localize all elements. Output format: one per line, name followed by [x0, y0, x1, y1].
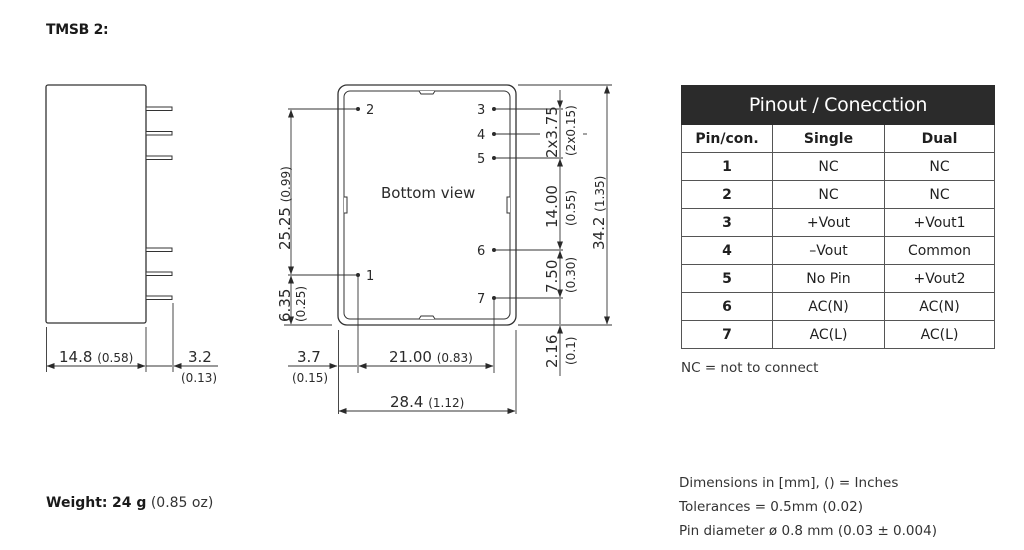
cell-single: –Vout — [772, 236, 885, 265]
note-pin-diameter: Pin diameter ø 0.8 mm (0.03 ± 0.004) — [679, 523, 937, 539]
pin-label-6: 6 — [477, 244, 485, 259]
weight-alt: (0.85 oz) — [150, 495, 214, 511]
cell-pin: 7 — [681, 320, 773, 349]
cell-dual: +Vout2 — [884, 264, 995, 293]
side-view — [45, 84, 218, 372]
dim-offset-left: 3.7 — [297, 348, 321, 366]
col-header-dual: Dual — [884, 124, 995, 153]
dim-span-5-6: 14.00 — [543, 185, 561, 228]
table-footnote: NC = not to connect — [681, 360, 819, 376]
drawing-title: TMSB 2: — [46, 22, 109, 38]
pinout-table: Pinout / Conecction Pin/con. Single Dual… — [681, 85, 995, 349]
dimension-notes: Dimensions in [mm], () = Inches Toleranc… — [679, 471, 937, 543]
side-view-body — [45, 84, 147, 324]
dim-offset-left-inch: (0.15) — [292, 371, 328, 385]
dim-total-width: 28.4 (1.12) — [390, 393, 464, 411]
dim-total-height: 34.2 (1.35) — [590, 176, 608, 250]
dim-pin-span: 21.00 (0.83) — [389, 348, 473, 366]
dim-bottom-offset-inch: (0.1) — [564, 337, 578, 365]
dim-span-6-7-inch: (0.30) — [564, 257, 578, 293]
weight-label: Weight: — [46, 495, 108, 511]
cell-dual: AC(N) — [884, 292, 995, 321]
cell-pin: 2 — [681, 180, 773, 209]
cell-single: NC — [772, 152, 885, 181]
table-row: 3+Vout+Vout1 — [681, 208, 995, 237]
cell-single: +Vout — [772, 208, 885, 237]
dim-left-lower-inch: (0.25) — [294, 286, 308, 322]
cell-pin: 1 — [681, 152, 773, 181]
dim-span-6-7: 7.50 — [543, 260, 561, 293]
side-width-dim: 14.8 (0.58) — [59, 348, 133, 366]
dim-pitch: 2x3.75 — [543, 106, 561, 158]
cell-pin: 3 — [681, 208, 773, 237]
pin-label-3: 3 — [477, 103, 485, 118]
pin-label-5: 5 — [477, 152, 485, 167]
cell-pin: 4 — [681, 236, 773, 265]
note-units: Dimensions in [mm], () = Inches — [679, 475, 899, 491]
cell-dual: NC — [884, 152, 995, 181]
weight-info: Weight: 24 g (0.85 oz) — [46, 495, 213, 511]
bottom-view-inner — [343, 90, 511, 320]
pinout-table-caption: Pinout / Conecction — [681, 85, 995, 125]
bottom-view-pin-dots — [356, 107, 496, 300]
pin-length-dim-inch: (0.13) — [181, 371, 217, 385]
cell-dual: +Vout1 — [884, 208, 995, 237]
col-header-single: Single — [772, 124, 885, 153]
cell-single: AC(N) — [772, 292, 885, 321]
pin-label-1: 1 — [366, 269, 374, 284]
cell-single: AC(L) — [772, 320, 885, 349]
dim-bottom-offset: 2.16 — [543, 335, 561, 368]
cell-pin: 5 — [681, 264, 773, 293]
pin-label-2: 2 — [366, 103, 374, 118]
cell-dual: AC(L) — [884, 320, 995, 349]
cell-dual: NC — [884, 180, 995, 209]
col-header-pin: Pin/con. — [681, 124, 773, 153]
bottom-view-label: Bottom view — [381, 184, 475, 202]
note-tolerance: Tolerances = 0.5mm (0.02) — [679, 499, 863, 515]
cell-pin: 6 — [681, 292, 773, 321]
pin-length-dim: 3.2 — [188, 348, 212, 366]
side-view-pins — [145, 106, 173, 300]
dim-left-upper: 25.25 (0.99) — [276, 166, 294, 250]
cell-single: No Pin — [772, 264, 885, 293]
dim-left-lower: 6.35 — [276, 289, 294, 322]
bottom-view — [337, 84, 517, 326]
dim-pitch-inch: (2x0.15) — [564, 105, 578, 156]
pin-label-7: 7 — [477, 292, 485, 307]
dim-span-5-6-inch: (0.55) — [564, 190, 578, 226]
weight-value: 24 g — [111, 495, 147, 511]
pin-label-4: 4 — [477, 128, 485, 143]
bottom-view-outer — [337, 84, 517, 326]
cell-single: NC — [772, 180, 885, 209]
cell-dual: Common — [884, 236, 995, 265]
